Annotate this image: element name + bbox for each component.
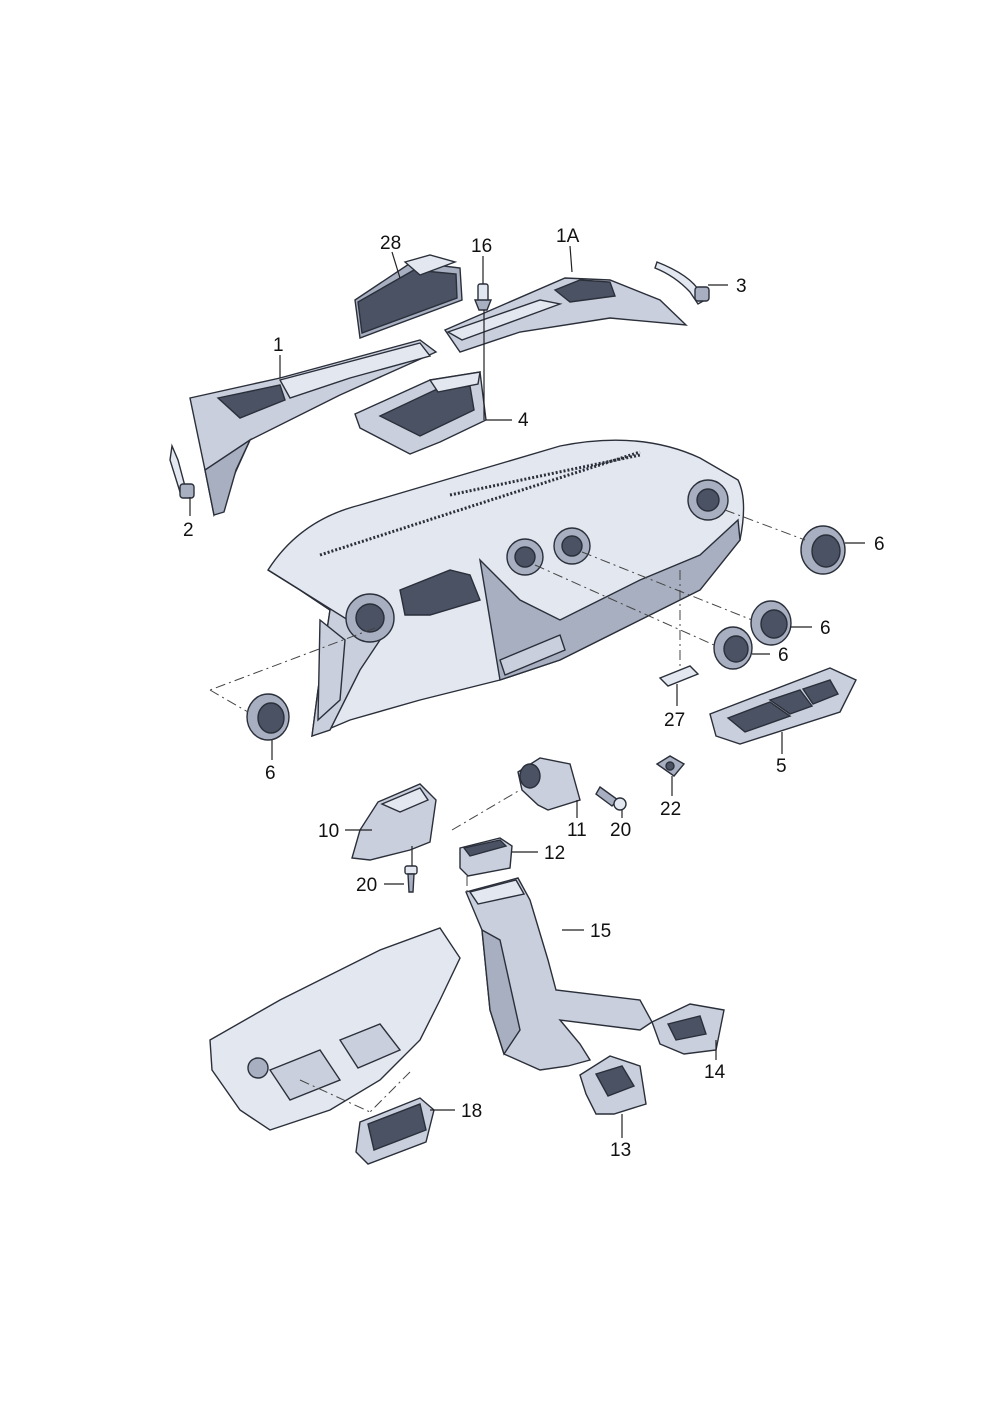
label-1: 1 [273, 335, 284, 356]
part-20-screw-lower [404, 865, 418, 893]
label-10: 10 [318, 821, 339, 842]
label-3: 3 [736, 276, 747, 297]
label-6-center-left: 6 [778, 645, 789, 666]
part-11-duct-bracket [517, 757, 581, 811]
label-11: 11 [567, 820, 587, 841]
part-22-clip-nut [655, 755, 686, 777]
label-6-right: 6 [874, 534, 885, 555]
label-22: 22 [660, 799, 681, 820]
part-2-seal [169, 443, 195, 499]
part-6-vent-left [246, 693, 290, 741]
part-12-duct-connector [459, 837, 513, 877]
label-6-left: 6 [265, 763, 276, 784]
callout-labels: 28 16 1A 3 1 4 2 6 6 6 6 27 5 22 11 20 1… [183, 226, 885, 1161]
label-2: 2 [183, 520, 194, 541]
label-20-upper: 20 [610, 820, 631, 841]
part-1-left-cowl [189, 339, 438, 518]
label-20-lower: 20 [356, 875, 377, 896]
part-20-screw-upper [595, 785, 627, 811]
body-floor-section [209, 927, 461, 1131]
part-14-rear-outlet [651, 1003, 725, 1055]
label-6-center-right: 6 [820, 618, 831, 639]
leader-lines [189, 245, 865, 1138]
part-4-tray [354, 371, 487, 455]
part-18-floor-vent [355, 1097, 435, 1165]
part-6-vent-center-right [750, 600, 792, 646]
label-14: 14 [704, 1062, 726, 1083]
part-6-vent-center-left [713, 626, 753, 670]
dashboard-assembly [267, 439, 745, 738]
part-3-seal [654, 261, 710, 305]
label-1a: 1A [556, 226, 580, 247]
part-27-cover [658, 665, 700, 687]
label-12: 12 [544, 843, 565, 864]
label-5: 5 [776, 756, 787, 777]
part-16-clip [473, 283, 493, 311]
label-4: 4 [518, 410, 529, 431]
part-6-vent-right-top [800, 525, 846, 575]
label-15: 15 [590, 921, 611, 942]
part-1a-right-cowl [443, 277, 688, 353]
label-16: 16 [471, 236, 492, 257]
label-27: 27 [664, 710, 685, 731]
label-28: 28 [380, 233, 401, 254]
part-5-vent-panel [709, 667, 857, 745]
part-28-filter-screen [354, 254, 463, 339]
label-13: 13 [610, 1140, 631, 1161]
alignment-lines [209, 509, 806, 1113]
part-13-rear-outlet [579, 1055, 647, 1115]
part-10-duct-cover [351, 783, 437, 861]
part-15-floor-duct [465, 877, 653, 1071]
label-18: 18 [461, 1101, 482, 1122]
